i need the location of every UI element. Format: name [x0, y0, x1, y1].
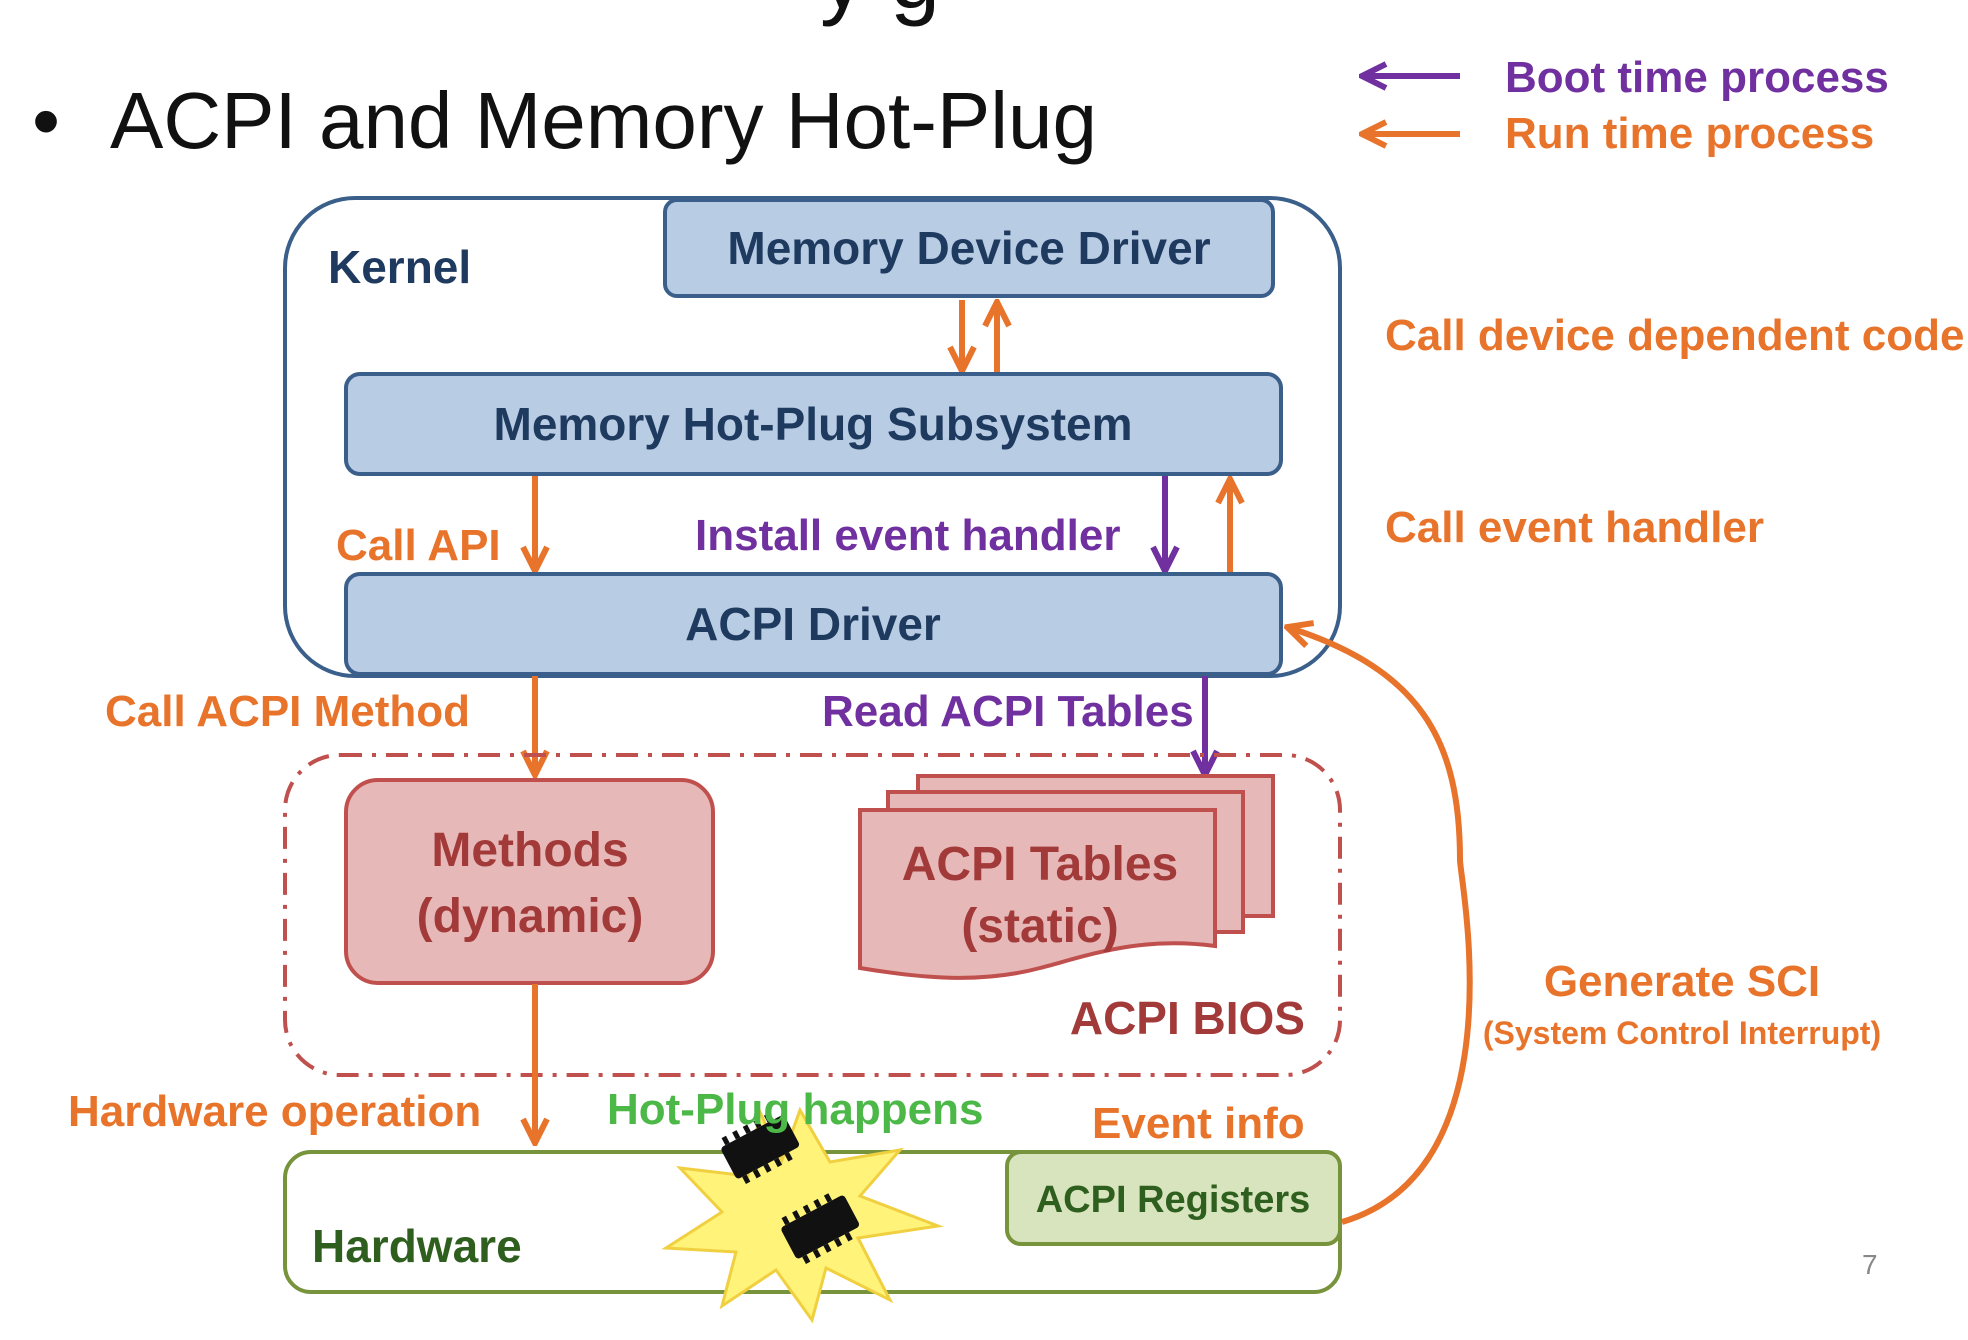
call-event-handler-label: Call event handler [1385, 503, 1764, 552]
call-acpi-method-label: Call ACPI Method [105, 687, 470, 736]
methods-label-line1: Methods [431, 824, 628, 877]
page-number: 7 [1862, 1249, 1878, 1280]
methods-label-line2: (dynamic) [417, 890, 644, 943]
bullet-marker: • [32, 76, 60, 165]
legend: Boot time process Run time process [1365, 53, 1889, 158]
memory-hotplug-subsystem-label: Memory Hot-Plug Subsystem [494, 398, 1133, 450]
acpi-tables-label-line2: (static) [961, 900, 1118, 953]
install-event-handler-label: Install event handler [695, 511, 1120, 560]
sci-expansion-label: (System Control Interrupt) [1483, 1015, 1881, 1051]
generate-sci-label: Generate SCI [1544, 957, 1820, 1006]
kernel-label: Kernel [328, 241, 471, 293]
hardware-operation-label: Hardware operation [68, 1087, 481, 1136]
call-api-label: Call API [336, 521, 501, 570]
memory-chip-icon [781, 1193, 860, 1265]
acpi-registers-box [1005, 1150, 1342, 1246]
hotplug-starburst [661, 1106, 944, 1324]
memory-chip-icon [721, 1113, 800, 1185]
acpi-tables-stack: ACPI Tables (static) [858, 774, 1275, 980]
acpi-registers-label: ACPI Registers [1036, 1179, 1311, 1221]
acpi-driver-label: ACPI Driver [685, 598, 941, 650]
memory-hotplug-subsystem-box [344, 372, 1283, 476]
acpi-bios-container [283, 753, 1342, 1077]
starburst-icon [661, 1106, 944, 1324]
arrow-generate-sci [1290, 628, 1473, 1225]
event-info-label: Event info [1092, 1099, 1305, 1148]
hotplug-happens-label: Hot-Plug happens [607, 1085, 983, 1134]
acpi-tables-sheet-front [858, 808, 1217, 980]
slide-heading: ACPI and Memory Hot-Plug [110, 76, 1097, 165]
slide-title-partial: y g [820, 0, 940, 28]
memory-device-driver-label: Memory Device Driver [727, 222, 1210, 274]
methods-box [344, 778, 715, 985]
legend-boot-label: Boot time process [1505, 53, 1889, 102]
read-acpi-tables-label: Read ACPI Tables [822, 687, 1194, 736]
acpi-tables-label-line1: ACPI Tables [902, 838, 1179, 891]
call-device-dependent-code-label: Call device dependent code [1385, 311, 1965, 360]
memory-device-driver-box [663, 198, 1275, 298]
legend-run-label: Run time process [1505, 109, 1874, 158]
acpi-bios-label: ACPI BIOS [1070, 992, 1305, 1044]
hardware-label: Hardware [312, 1220, 522, 1272]
